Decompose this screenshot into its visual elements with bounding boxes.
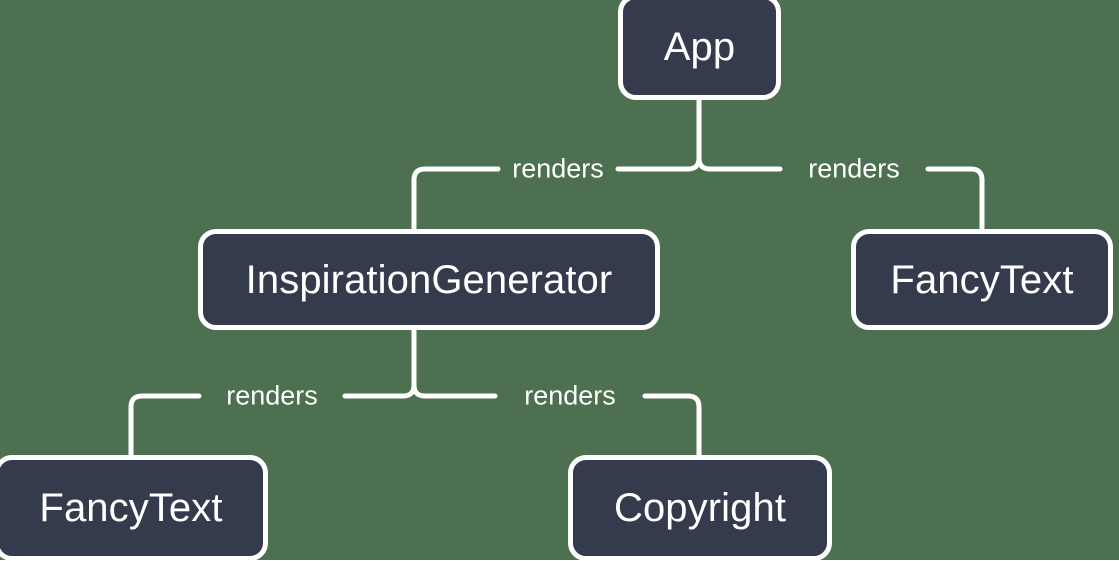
node-copyright[interactable]: Copyright: [568, 455, 832, 561]
edge-label-inspirationgenerator-to-copyright: renders: [524, 380, 616, 411]
node-inspiration-generator-label: InspirationGenerator: [245, 257, 613, 302]
edge-inspirationgenerator-trunk: [411, 327, 428, 399]
edge-app-to-inspirationgenerator-corner: [411, 166, 501, 232]
edge-inspirationgenerator-to-copyright-corner: [642, 393, 702, 458]
edge-label-app-to-fancytext: renders: [808, 153, 900, 184]
node-fancytext-right[interactable]: FancyText: [851, 229, 1113, 330]
node-app[interactable]: App: [618, 0, 781, 100]
edge-app-to-fancytext-corner: [925, 166, 985, 232]
node-app-label: App: [663, 25, 736, 69]
edge-label-app-to-inspirationgenerator: renders: [512, 153, 604, 184]
edge-inspirationgenerator-to-fancytext-corner: [128, 393, 202, 458]
node-fancytext-right-label: FancyText: [890, 257, 1074, 302]
edge-app-trunk-mirror: [685, 155, 702, 172]
node-copyright-label: Copyright: [613, 486, 787, 530]
node-fancytext-bottom-left[interactable]: FancyText: [0, 455, 268, 561]
node-inspiration-generator[interactable]: InspirationGenerator: [198, 229, 660, 330]
node-fancytext-bottom-left-label: FancyText: [39, 486, 223, 530]
edge-app-trunk: [696, 97, 713, 172]
edge-label-inspirationgenerator-to-fancytext: renders: [226, 380, 318, 411]
edge-inspirationgenerator-trunk-mirror: [400, 382, 417, 399]
